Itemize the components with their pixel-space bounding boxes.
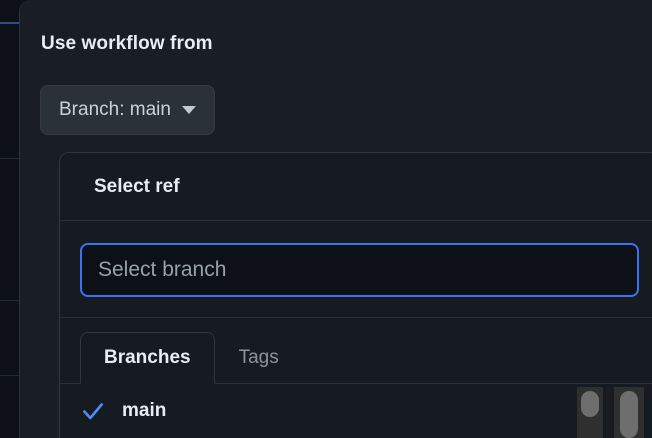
chevron-down-icon xyxy=(181,106,196,114)
branch-selector-button[interactable]: Branch: main xyxy=(40,85,215,135)
run-workflow-dialog: Use workflow from Branch: main Select re… xyxy=(19,0,652,438)
select-ref-title: Select ref xyxy=(94,175,180,197)
background-divider-3 xyxy=(0,375,19,376)
dialog-title: Use workflow from xyxy=(41,33,213,54)
select-ref-header: Select ref xyxy=(60,153,652,221)
scrollbar-thumb[interactable] xyxy=(620,391,638,438)
background-divider-1 xyxy=(0,158,19,159)
ref-type-tabs: Branches Tags xyxy=(60,318,652,384)
tab-branches-label: Branches xyxy=(104,347,191,368)
scrollbar-thumb[interactable] xyxy=(581,391,599,417)
background-divider-2 xyxy=(0,300,19,301)
branch-list: main xyxy=(60,384,652,434)
tab-branches[interactable]: Branches xyxy=(80,332,215,384)
tab-tags[interactable]: Tags xyxy=(215,332,303,384)
select-ref-panel: Select ref Branches Tags main xyxy=(59,152,652,438)
check-icon xyxy=(83,403,103,420)
branch-selector-label: Branch: main xyxy=(59,99,171,120)
scrollbar-separator xyxy=(606,387,611,438)
list-item[interactable]: main xyxy=(60,388,652,434)
tab-tags-label: Tags xyxy=(238,347,279,368)
scrollbar-vertical-outer[interactable] xyxy=(577,387,603,438)
background-accent-line xyxy=(0,22,19,24)
branch-search-input[interactable] xyxy=(80,243,639,297)
background-page-strip xyxy=(0,0,19,438)
search-field-container xyxy=(60,221,652,318)
scrollbar-vertical-inner[interactable] xyxy=(614,387,644,438)
list-item-label: main xyxy=(122,400,167,421)
scrollbar-group xyxy=(577,387,652,438)
